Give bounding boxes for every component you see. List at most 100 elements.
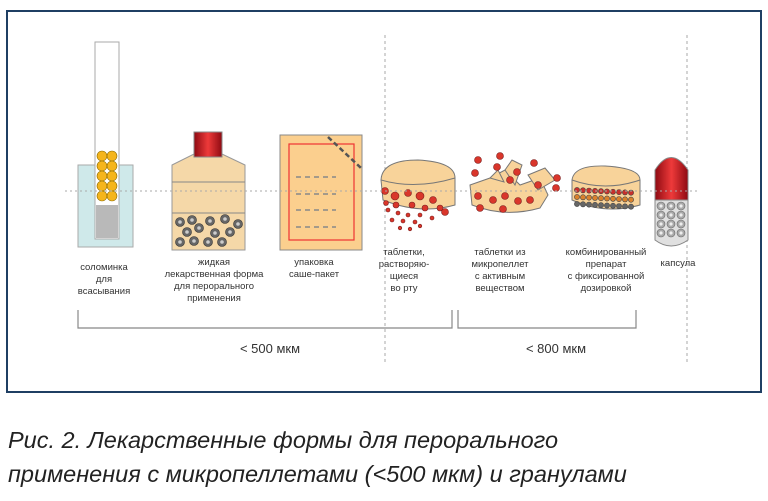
micropellet-tablet-icon bbox=[469, 152, 561, 213]
pellet bbox=[383, 200, 389, 206]
pellet bbox=[429, 196, 437, 204]
pellet bbox=[417, 223, 423, 229]
pellet bbox=[412, 219, 418, 225]
sachet-icon bbox=[279, 134, 363, 251]
pellet bbox=[474, 192, 482, 200]
pellet bbox=[499, 205, 507, 213]
pellet bbox=[598, 202, 604, 209]
pellet-core bbox=[679, 222, 683, 226]
pellet-core bbox=[178, 240, 182, 244]
pellet bbox=[96, 180, 108, 192]
pellet bbox=[534, 181, 542, 189]
pellet bbox=[553, 174, 561, 182]
pellet bbox=[604, 202, 610, 209]
pellet-core bbox=[213, 231, 217, 235]
pellet-core bbox=[669, 231, 673, 235]
caption-line-2: применения с микропеллетами (<500 мкм) и… bbox=[8, 461, 627, 487]
pellet bbox=[390, 191, 400, 201]
capsule-icon bbox=[654, 157, 689, 247]
pellet-core bbox=[659, 213, 663, 217]
pellet bbox=[417, 212, 423, 218]
pellet-core bbox=[206, 240, 210, 244]
pellet bbox=[471, 169, 479, 177]
pellet-core bbox=[178, 220, 182, 224]
pellet bbox=[580, 201, 586, 208]
orodispersible-tablet-icon bbox=[380, 159, 456, 232]
pellet bbox=[622, 196, 628, 203]
pellet-core bbox=[236, 222, 240, 226]
pellet-core bbox=[228, 230, 232, 234]
pellet bbox=[574, 187, 580, 193]
pellet bbox=[586, 194, 592, 201]
pellet bbox=[580, 187, 586, 194]
pellet bbox=[436, 204, 444, 212]
straw-icon bbox=[77, 41, 134, 248]
pellet bbox=[501, 192, 509, 200]
pellet bbox=[574, 194, 580, 200]
range-500: < 500 мкм bbox=[239, 341, 301, 356]
pellet bbox=[421, 204, 429, 212]
pellet bbox=[395, 210, 401, 216]
pellet bbox=[474, 156, 482, 164]
pellet bbox=[530, 159, 538, 167]
pellet bbox=[610, 195, 616, 202]
pellet-core bbox=[669, 213, 673, 217]
dosage-forms-illustration bbox=[65, 35, 700, 365]
pellet bbox=[586, 201, 592, 208]
pellet bbox=[628, 203, 634, 210]
figure-frame bbox=[6, 10, 762, 393]
pellet-core bbox=[220, 240, 224, 244]
range-800: < 800 мкм bbox=[525, 341, 587, 356]
pellet bbox=[610, 188, 616, 195]
pellet bbox=[407, 226, 413, 232]
pellet bbox=[106, 150, 118, 162]
pellet-core bbox=[679, 231, 683, 235]
pellet bbox=[405, 212, 411, 218]
pellet bbox=[96, 190, 108, 202]
caption-line-1: Рис. 2. Лекарственные формы для перораль… bbox=[8, 427, 559, 453]
pellet bbox=[592, 201, 598, 208]
pellet bbox=[496, 152, 504, 160]
pellet-core bbox=[208, 219, 212, 223]
pellet bbox=[592, 194, 598, 201]
pellet bbox=[616, 203, 622, 209]
bottle-icon bbox=[171, 131, 246, 251]
pellet-core bbox=[659, 231, 663, 235]
pellet-core bbox=[659, 204, 663, 208]
pellet bbox=[429, 215, 435, 221]
pellet bbox=[628, 196, 634, 203]
bracket-500 bbox=[77, 310, 453, 329]
pellet bbox=[580, 194, 586, 201]
pellet bbox=[400, 218, 406, 224]
pellet bbox=[513, 168, 521, 176]
pellet bbox=[397, 225, 403, 231]
bracket-800 bbox=[457, 310, 637, 329]
pellet bbox=[385, 207, 391, 213]
pellet bbox=[106, 190, 118, 202]
figure-caption: Рис. 2. Лекарственные формы для перораль… bbox=[8, 423, 627, 491]
pellet-core bbox=[669, 204, 673, 208]
pellet bbox=[408, 201, 416, 209]
pellet bbox=[476, 204, 484, 212]
pellet-core bbox=[669, 222, 673, 226]
pellet-core bbox=[679, 213, 683, 217]
pellet bbox=[96, 170, 108, 182]
pellet bbox=[96, 160, 108, 172]
pellet-core bbox=[223, 217, 227, 221]
pellet bbox=[598, 195, 604, 202]
pellet bbox=[622, 203, 628, 210]
pellet bbox=[493, 163, 501, 171]
label-capsule: капсула bbox=[660, 258, 696, 269]
pellet bbox=[389, 217, 395, 223]
pellet bbox=[441, 208, 449, 216]
pellet bbox=[616, 189, 622, 195]
pellet bbox=[106, 180, 118, 192]
pellet bbox=[489, 196, 497, 204]
pellet-core bbox=[197, 226, 201, 230]
pellet bbox=[574, 201, 580, 207]
